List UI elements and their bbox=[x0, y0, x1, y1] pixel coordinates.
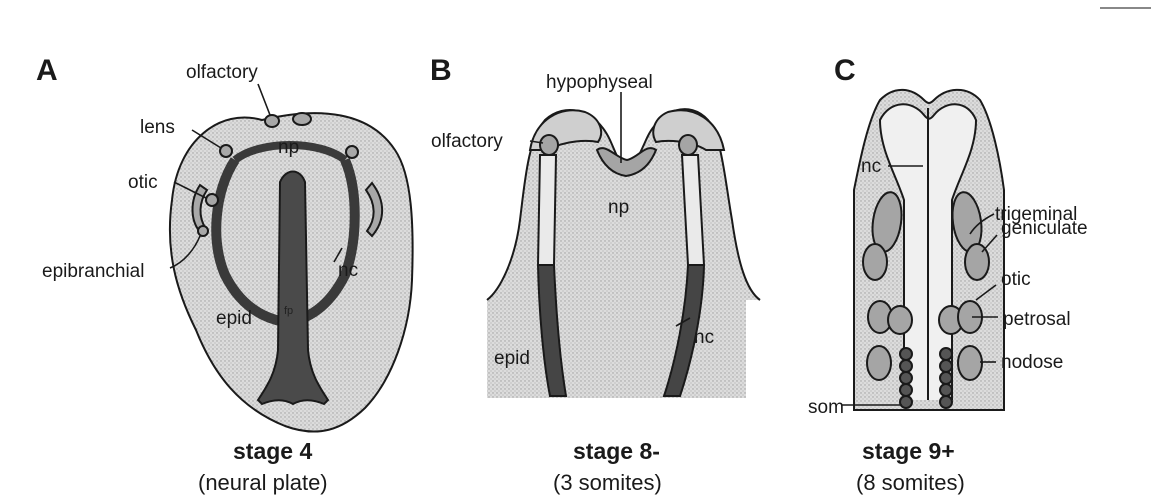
panel-c-label-otic: otic bbox=[1001, 269, 1031, 290]
panel-a-olfactory-placode bbox=[265, 115, 279, 127]
panel-a-label-nc: nc bbox=[338, 260, 358, 281]
panel-b-label-olfactory: olfactory bbox=[431, 131, 503, 152]
panel-a-letter: A bbox=[36, 54, 58, 87]
panel-a-stage: stage 4 bbox=[233, 438, 312, 464]
panel-c-label-nodose: nodose bbox=[1001, 352, 1063, 373]
panel-b-label-np: np bbox=[608, 197, 629, 218]
panel-c-label-som: som bbox=[808, 397, 844, 418]
panel-c-nodose-ganglion bbox=[867, 346, 891, 380]
panel-c: C bbox=[808, 54, 1088, 495]
panel-a-label-epibranchial: epibranchial bbox=[42, 261, 144, 282]
panel-a-label-epid: epid bbox=[216, 308, 252, 329]
panel-a: A olfactory lens np otic epibranchial nc… bbox=[36, 54, 413, 495]
panel-c-stage: stage 9+ bbox=[862, 438, 955, 464]
panel-b-letter: B bbox=[430, 54, 452, 87]
panel-a-label-otic: otic bbox=[128, 172, 158, 193]
panel-b-label-hypophyseal: hypophyseal bbox=[546, 72, 653, 93]
panel-b: B hypophyseal olfactory np epid nc stage… bbox=[430, 54, 760, 495]
panel-c-label-geniculate: geniculate bbox=[1001, 218, 1088, 239]
panel-c-petrosal-ganglion bbox=[888, 306, 912, 334]
panel-a-label-fp: fp bbox=[284, 305, 293, 317]
panel-a-stage-note: (neural plate) bbox=[198, 470, 328, 495]
panel-b-stage-note: (3 somites) bbox=[553, 470, 662, 495]
panel-a-lens-placode bbox=[220, 145, 232, 157]
panel-c-geniculate-ganglion bbox=[863, 244, 887, 280]
panel-b-olfactory-placode bbox=[540, 135, 558, 155]
panel-c-letter: C bbox=[834, 54, 856, 87]
panel-c-label-nc: nc bbox=[861, 156, 881, 177]
panel-c-label-petrosal: petrosal bbox=[1003, 309, 1071, 330]
panel-a-label-olfactory: olfactory bbox=[186, 62, 258, 83]
panel-b-stage: stage 8- bbox=[573, 438, 660, 464]
panel-b-label-nc: nc bbox=[694, 327, 714, 348]
panel-a-label-lens: lens bbox=[140, 117, 175, 138]
panel-b-label-epid: epid bbox=[494, 348, 530, 369]
panel-c-stage-note: (8 somites) bbox=[856, 470, 965, 495]
panel-a-label-np: np bbox=[278, 137, 299, 158]
panel-a-epibranchial-placode bbox=[198, 226, 208, 236]
